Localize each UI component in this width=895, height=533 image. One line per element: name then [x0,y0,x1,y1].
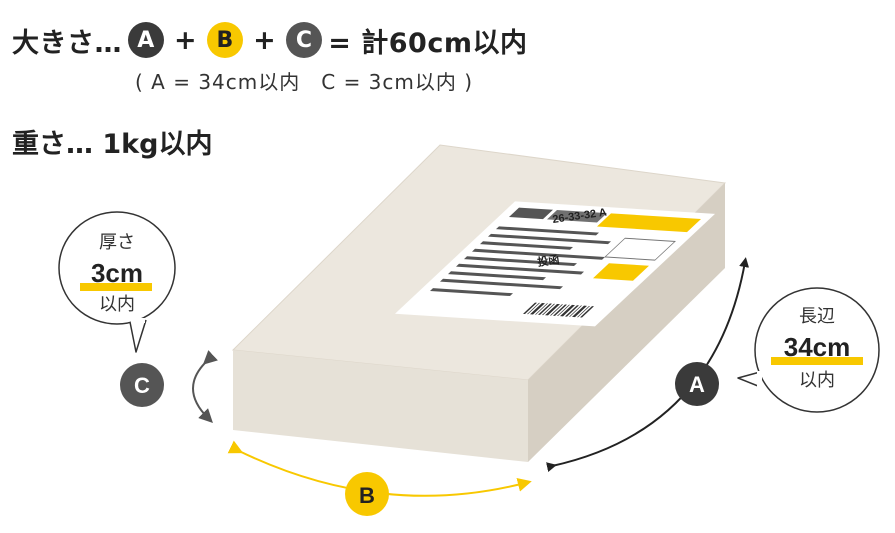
dimension-c-label: C [134,373,150,398]
dimension-a-label: A [689,372,705,397]
length-callout: 長辺 34cm 以内 [737,287,880,413]
size-rule-heading: 大きさ… A + B + C = 計60cm以内 [12,18,528,62]
dimension-c-arrow [192,350,218,423]
thickness-line3: 以内 [99,294,135,315]
box-front-face [233,350,528,462]
plus-sign: + [174,24,198,56]
thickness-line2: 3cm [91,258,143,288]
size-label: 大きさ… [12,27,122,59]
dimension-b-label: B [359,483,375,508]
thickness-callout: 厚さ 3cm 以内 [58,211,176,353]
length-line3: 以内 [799,370,835,391]
dimension-b-badge [345,472,389,516]
badge-c: C [286,22,323,58]
size-total: = 計60cm以内 [328,27,528,59]
size-note: ( A = 34cm以内 C = 3cm以内 ) [135,70,474,94]
weight-rule: 重さ… 1kg以内 [12,129,213,160]
badge-b: B [207,22,244,58]
length-line2: 34cm [784,332,851,362]
dimension-a-badge [675,362,719,406]
length-line1: 長辺 [799,306,835,327]
thickness-line1: 厚さ [99,232,135,253]
badge-a: A [128,22,164,58]
dimension-c-badge [120,363,164,407]
plus-sign: + [253,24,277,56]
